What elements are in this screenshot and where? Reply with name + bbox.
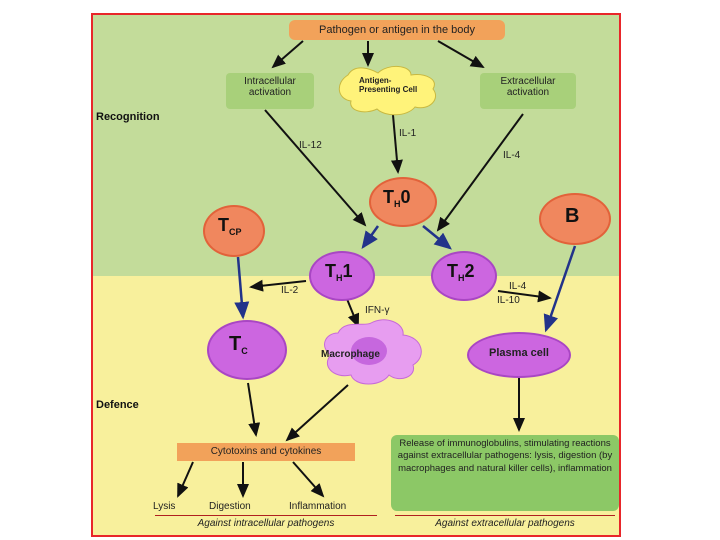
arrow-to-inflammation xyxy=(292,461,325,498)
release-box: Release of immunoglobulins, stimulating … xyxy=(391,435,619,511)
tc-cell xyxy=(207,320,287,380)
macrophage-nucleus xyxy=(351,337,387,365)
arrow-th0-to-th2 xyxy=(422,225,452,250)
footer-extracellular: Against extracellular pathogens xyxy=(435,518,575,529)
outcome-inflammation: Inflammation xyxy=(289,501,347,512)
tc-label: TC xyxy=(229,333,248,356)
section-recognition: Recognition xyxy=(96,111,160,123)
arrow-to-lysis xyxy=(177,461,194,498)
b-label: B xyxy=(565,205,580,227)
arrow-apc-to-th0 xyxy=(390,114,403,174)
tcp-cell xyxy=(203,205,265,257)
th1-cell xyxy=(309,251,375,301)
label-ifn: IFN-γ xyxy=(365,305,390,316)
arrow-tcp-to-tc xyxy=(234,256,250,320)
outcome-lysis: Lysis xyxy=(153,501,176,512)
footer-extracellular-underline xyxy=(395,515,615,516)
arrow-b-to-plasma xyxy=(543,245,577,333)
arrow-th2-il4 xyxy=(497,290,552,303)
recognition-band xyxy=(93,15,619,276)
plasma-cell-label: Plasma cell xyxy=(489,347,549,359)
th2-cell xyxy=(431,251,497,301)
apc-label: Antigen-Presenting Cell xyxy=(359,76,418,95)
th0-cell xyxy=(369,177,437,227)
arrows-layer xyxy=(177,40,577,498)
arrow-th0-to-th1 xyxy=(361,225,380,250)
label-il1: IL-1 xyxy=(399,128,417,139)
apc-cell-shape xyxy=(338,66,437,116)
tcp-label: TCP xyxy=(218,215,242,237)
arrow-extracellular-to-th2 xyxy=(436,113,524,232)
arrow-tc-to-cytotoxins xyxy=(247,382,261,437)
plasma-cell xyxy=(467,332,571,378)
arrow-top-to-intracellular xyxy=(271,40,304,69)
pathogen-box: Pathogen or antigen in the body xyxy=(289,20,505,40)
th2-label: TH2 xyxy=(447,261,475,283)
label-il4-right: IL-4 xyxy=(509,281,527,292)
macrophage-label: Macrophage xyxy=(321,349,380,360)
arrow-th1-il2 xyxy=(249,279,307,292)
intracellular-activation-box: Intracellular activation xyxy=(226,73,314,109)
label-il12: IL-12 xyxy=(299,140,322,151)
footer-intracellular: Against intracellular pathogens xyxy=(197,518,335,529)
outcome-digestion: Digestion xyxy=(209,501,251,512)
arrow-intracellular-to-th1 xyxy=(264,109,367,227)
b-cell xyxy=(539,193,611,245)
th0-label: TH0 xyxy=(383,187,411,209)
label-il10: IL-10 xyxy=(497,295,520,306)
footer-intracellular-underline xyxy=(155,515,377,516)
cytotoxins-box: Cytotoxins and cytokines xyxy=(177,443,355,461)
label-il4-top: IL-4 xyxy=(503,150,521,161)
th1-label: TH1 xyxy=(325,261,353,283)
arrow-th1-to-macrophage xyxy=(346,298,360,328)
arrow-macrophage-to-cytotoxins xyxy=(285,384,349,442)
section-defence: Defence xyxy=(96,399,139,411)
diagram-frame: Pathogen or antigen in the body Intracel… xyxy=(91,13,621,537)
extracellular-activation-box: Extracellular activation xyxy=(480,73,576,109)
label-il2: IL-2 xyxy=(281,285,299,296)
arrow-top-to-extracellular xyxy=(437,40,485,69)
